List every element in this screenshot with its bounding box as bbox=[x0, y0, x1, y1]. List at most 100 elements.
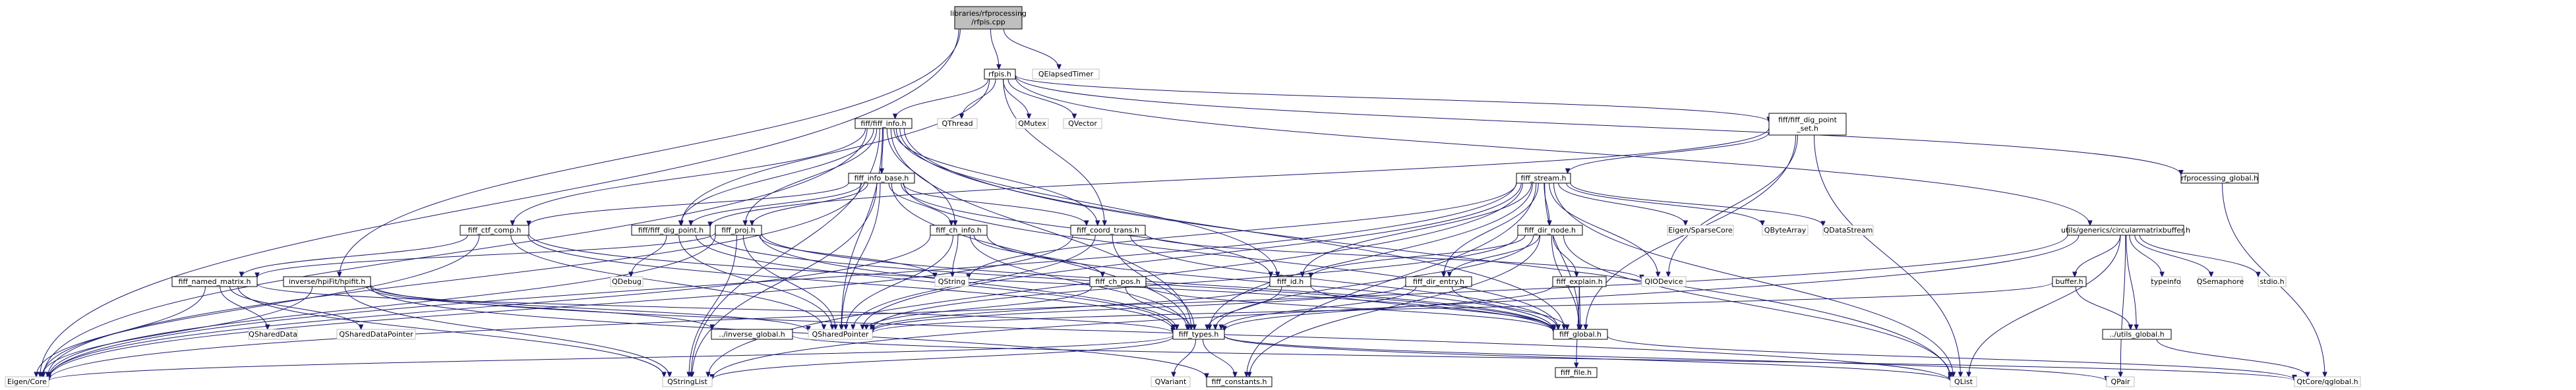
node-label-qsdp: QSharedDataPointer bbox=[339, 330, 413, 339]
node-fiff_dig_point[interactable]: fiff/fiff_dig_point.h bbox=[631, 225, 711, 236]
arrowhead-fiff_info_base-to-fiff_dig_point bbox=[688, 220, 694, 227]
arrowhead-fiff_info_base-to-fiff_coord bbox=[1084, 220, 1089, 227]
node-hpifit[interactable]: inverse/hpiFit/hpifit.h bbox=[283, 276, 371, 287]
node-rfp_global[interactable]: rfprocessing_global.h bbox=[2180, 173, 2259, 184]
node-fiff_coord[interactable]: fiff_coord_trans.h bbox=[1070, 225, 1146, 236]
node-box-fiff_types bbox=[1172, 329, 1225, 340]
node-qthread: QThread bbox=[937, 118, 978, 129]
node-fiff_dir_node[interactable]: fiff_dir_node.h bbox=[1517, 225, 1583, 236]
arrowhead-fiff_proj-to-qsharedpointer bbox=[833, 324, 838, 331]
edge-hpifit-to-qlist bbox=[370, 284, 1951, 381]
arrowhead-fiff_dig_set-to-qiodevice bbox=[1665, 271, 1671, 278]
node-label-fiff_explain: fiff_explain.h bbox=[1556, 277, 1602, 286]
node-label-fiff_info: fiff/fiff_info.h bbox=[860, 119, 906, 128]
node-utils_global[interactable]: ../utils_global.h bbox=[2102, 329, 2172, 340]
node-fiff_info[interactable]: fiff/fiff_info.h bbox=[854, 118, 913, 129]
node-circbuf[interactable]: utils/generics/circularmatrixbuffer.h bbox=[2061, 225, 2190, 236]
arrowhead-fiff_named_matrix-to-qshareddata bbox=[264, 324, 270, 331]
node-rfpis[interactable]: rfpis.h bbox=[984, 69, 1016, 80]
node-fiff_ctf_comp[interactable]: fiff_ctf_comp.h bbox=[460, 225, 529, 236]
node-fiff_proj[interactable]: fiff_proj.h bbox=[715, 225, 762, 236]
node-qsemaphore: QSemaphore bbox=[2197, 276, 2244, 287]
edge-hpifit-to-eigen_core bbox=[41, 286, 313, 377]
node-label-qelapsed: QElapsedTimer bbox=[1038, 70, 1094, 78]
edge-fiff_info-to-fiff_proj bbox=[744, 128, 878, 226]
edge-fiff_dir_node-to-fiff_types bbox=[1214, 235, 1534, 330]
node-label-qvariant: QVariant bbox=[1155, 377, 1187, 386]
arrowhead-fiff_dig_point-to-qdebug bbox=[628, 271, 634, 278]
node-label-qvector: QVector bbox=[1068, 119, 1097, 128]
edge-fiff_dir_node-to-fiff_explain bbox=[1552, 235, 1577, 277]
node-fiff_id[interactable]: fiff_id.h bbox=[1269, 276, 1311, 287]
edge-fiff_named_matrix-to-qstringlist bbox=[237, 286, 665, 377]
arrowhead-fiff_proj-to-fiff_types bbox=[1174, 324, 1180, 331]
node-root[interactable]: libraries/rfprocessing/rfpis.cpp bbox=[950, 6, 1027, 30]
node-inverse_global[interactable]: ../inverse_global.h bbox=[711, 329, 793, 340]
node-label-fiff_constants: fiff_constants.h bbox=[1211, 377, 1267, 386]
node-box-fiff_ctf_comp bbox=[460, 225, 529, 236]
edge-fiff_ch_info-to-qstring bbox=[952, 235, 959, 277]
node-box-fiff_dig_set bbox=[1768, 113, 1847, 136]
edge-fiff_info_base-to-fiff_global bbox=[903, 182, 1559, 330]
node-fiff_file[interactable]: fiff_file.h bbox=[1555, 367, 1598, 378]
node-box-qpair bbox=[2106, 376, 2135, 387]
edge-fiff_ch_pos-to-qsharedpointer bbox=[866, 286, 1093, 330]
arrowhead-fiff_ch_pos-to-fiff_global bbox=[1551, 326, 1556, 333]
edge-circbuf-to-qstringlist bbox=[711, 235, 2080, 379]
arrowhead-fiff_explain-to-fiff_global bbox=[1578, 324, 1583, 331]
node-fiff_dir_entry[interactable]: fiff_dir_entry.h bbox=[1405, 276, 1472, 287]
node-box-inverse_global bbox=[711, 329, 793, 340]
edge-fiff_info-to-fiff_id bbox=[895, 128, 1278, 277]
arrowhead-fiff_ctf_comp-to-qsharedpointer bbox=[821, 324, 827, 331]
node-fiff_stream[interactable]: fiff_stream.h bbox=[1516, 173, 1571, 184]
edge-rfpis-to-fiff_dig_point bbox=[680, 78, 990, 226]
arrowhead-hpifit-to-qsharedpointer bbox=[806, 326, 811, 332]
node-fiff_ch_info[interactable]: fiff_ch_info.h bbox=[930, 225, 988, 236]
node-buffer[interactable]: buffer.h bbox=[2052, 276, 2087, 287]
node-fiff_types[interactable]: fiff_types.h bbox=[1172, 329, 1225, 340]
edge-hpifit-to-inverse_global bbox=[366, 286, 713, 330]
arrowhead-fiff_ch_pos-to-qsharedpointer bbox=[864, 324, 869, 331]
node-fiff_ch_pos[interactable]: fiff_ch_pos.h bbox=[1089, 276, 1147, 287]
arrowhead-fiff_dig_set-to-fiff_global bbox=[1583, 324, 1588, 331]
edge-fiff_proj-to-qstringlist bbox=[688, 235, 737, 377]
arrowhead-fiff_ch_info-to-qsharedpointer bbox=[843, 324, 849, 331]
edge-fiff_stream-to-qstring bbox=[968, 182, 1517, 279]
node-fiff_global[interactable]: fiff_global.h bbox=[1553, 329, 1608, 340]
arrowhead-circbuf-to-qsemaphore bbox=[2208, 271, 2214, 278]
edge-rfpis-to-qmutex bbox=[1002, 78, 1030, 119]
node-box-fiff_stream bbox=[1516, 173, 1571, 184]
edge-fiff_types-to-fiff_constants bbox=[1202, 339, 1236, 377]
node-fiff_info_base[interactable]: fiff_info_base.h bbox=[848, 173, 915, 184]
node-label-qdatastream: QDataStream bbox=[1824, 226, 1873, 235]
node-fiff_constants[interactable]: fiff_constants.h bbox=[1206, 376, 1273, 387]
arrowhead-fiff_stream-to-qdatastream bbox=[1820, 221, 1826, 227]
arrowhead-fiff_stream-to-qstringlist bbox=[705, 372, 711, 378]
edge-circbuf-to-buffer bbox=[2074, 235, 2121, 277]
node-fiff_explain[interactable]: fiff_explain.h bbox=[1552, 276, 1607, 287]
arrowhead-fiff_info-to-fiff_proj bbox=[742, 220, 748, 227]
node-fiff_dig_set[interactable]: fiff/fiff_dig_point_set.h bbox=[1768, 113, 1847, 136]
arrowhead-fiff_named_matrix-to-eigen_core bbox=[34, 372, 39, 378]
edge-circbuf-to-qsemaphore bbox=[2134, 235, 2212, 277]
edge-fiff_ch_info-to-fiff_types bbox=[969, 235, 1188, 330]
edge-fiff_explain-to-fiff_types bbox=[1224, 285, 1553, 331]
edge-circbuf-to-utils_global bbox=[2126, 235, 2137, 330]
node-qvariant: QVariant bbox=[1151, 376, 1191, 387]
node-label-buffer: buffer.h bbox=[2055, 277, 2083, 286]
edge-fiff_proj-to-fiff_global bbox=[761, 233, 1554, 331]
edge-utils_global-to-qtcoreglobal bbox=[2156, 339, 2308, 377]
edge-rfpis-to-fiff_dig_set bbox=[1015, 74, 1770, 123]
edge-fiff_dir_node-to-qsharedpointer bbox=[872, 235, 1518, 330]
node-label-fiff_coord: fiff_coord_trans.h bbox=[1077, 226, 1139, 235]
arrowhead-fiff_stream-to-qsharedpointer bbox=[860, 324, 866, 331]
arrowhead-rfpis-to-qvector bbox=[1071, 113, 1077, 120]
node-qdatastream: QDataStream bbox=[1822, 225, 1874, 236]
arrowhead-fiff_info_base-to-fiff_ch_info bbox=[949, 220, 954, 227]
dependency-edges bbox=[34, 28, 2327, 382]
arrowhead-fiff_dig_point-to-fiff_types bbox=[1171, 324, 1176, 331]
edge-fiff_types-to-qpair bbox=[1224, 335, 2107, 381]
node-qmutex: QMutex bbox=[1015, 118, 1049, 129]
node-fiff_named_matrix[interactable]: fiff_named_matrix.h bbox=[171, 276, 258, 287]
node-label-fiff_stream: fiff_stream.h bbox=[1520, 174, 1566, 182]
